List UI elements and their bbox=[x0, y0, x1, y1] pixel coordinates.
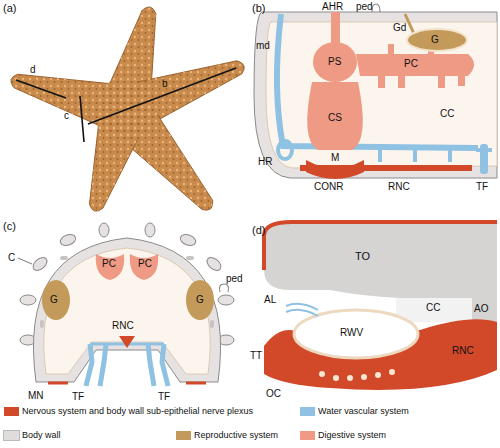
cross-section bbox=[18, 223, 234, 386]
part-label: (d) bbox=[252, 224, 265, 237]
part-label: TF bbox=[476, 181, 488, 193]
part-label: CC bbox=[426, 302, 440, 314]
part-label: b bbox=[162, 78, 168, 90]
part-label: M bbox=[331, 152, 339, 164]
part-label: RNC bbox=[112, 320, 134, 332]
part-label: CONR bbox=[314, 181, 343, 193]
starfish-photo bbox=[11, 7, 244, 211]
legend-swatch bbox=[176, 431, 191, 440]
part-label: AO bbox=[474, 303, 488, 315]
part-label: TT bbox=[250, 350, 262, 362]
part-label: PS bbox=[328, 56, 341, 68]
part-label: PC bbox=[138, 258, 152, 270]
part-label: RNC bbox=[452, 345, 474, 357]
legend-swatch bbox=[300, 407, 315, 416]
part-label: TO bbox=[355, 250, 370, 263]
measure-line bbox=[80, 96, 84, 142]
part-label: RWV bbox=[340, 327, 363, 339]
part-label: AHR bbox=[322, 1, 343, 13]
part-label: PC bbox=[404, 58, 418, 70]
part-label: CC bbox=[440, 108, 454, 120]
part-label: md bbox=[256, 40, 270, 52]
part-label: G bbox=[431, 34, 439, 46]
part-label: OC bbox=[266, 388, 281, 400]
part-label: TF bbox=[72, 391, 84, 403]
part-label: (c) bbox=[3, 220, 16, 233]
legend-swatch bbox=[4, 407, 19, 416]
legend-text: Digestive system bbox=[318, 430, 386, 440]
legend-text: Reproductive system bbox=[194, 430, 278, 440]
legend-text: Nervous system and body wall sub-epithel… bbox=[22, 406, 253, 416]
part-label: C bbox=[8, 252, 15, 264]
part-label: d bbox=[30, 64, 36, 76]
part-label: HR bbox=[258, 156, 272, 168]
part-label: ped bbox=[226, 273, 243, 285]
part-label: PC bbox=[102, 258, 116, 270]
longitudinal-section bbox=[254, 4, 497, 179]
part-label: (a) bbox=[3, 2, 16, 15]
legend-swatch bbox=[300, 431, 315, 440]
part-label: RNC bbox=[388, 181, 410, 193]
part-label: CS bbox=[328, 112, 342, 124]
legend-text: Water vascular system bbox=[318, 406, 409, 416]
measure-line bbox=[88, 68, 236, 124]
part-label: G bbox=[50, 294, 58, 306]
part-label: MN bbox=[28, 390, 44, 402]
part-label: Gd bbox=[393, 22, 406, 34]
part-label: AL bbox=[264, 294, 276, 306]
measure-line bbox=[16, 80, 66, 98]
part-label: TF bbox=[158, 391, 170, 403]
nerve-cord-detail bbox=[264, 222, 497, 390]
legend-text: Body wall bbox=[22, 430, 61, 440]
part-label: c bbox=[64, 110, 69, 122]
part-label: G bbox=[196, 294, 204, 306]
part-label: (b) bbox=[252, 2, 265, 15]
part-label: ped bbox=[356, 1, 373, 13]
legend-swatch bbox=[4, 431, 19, 440]
